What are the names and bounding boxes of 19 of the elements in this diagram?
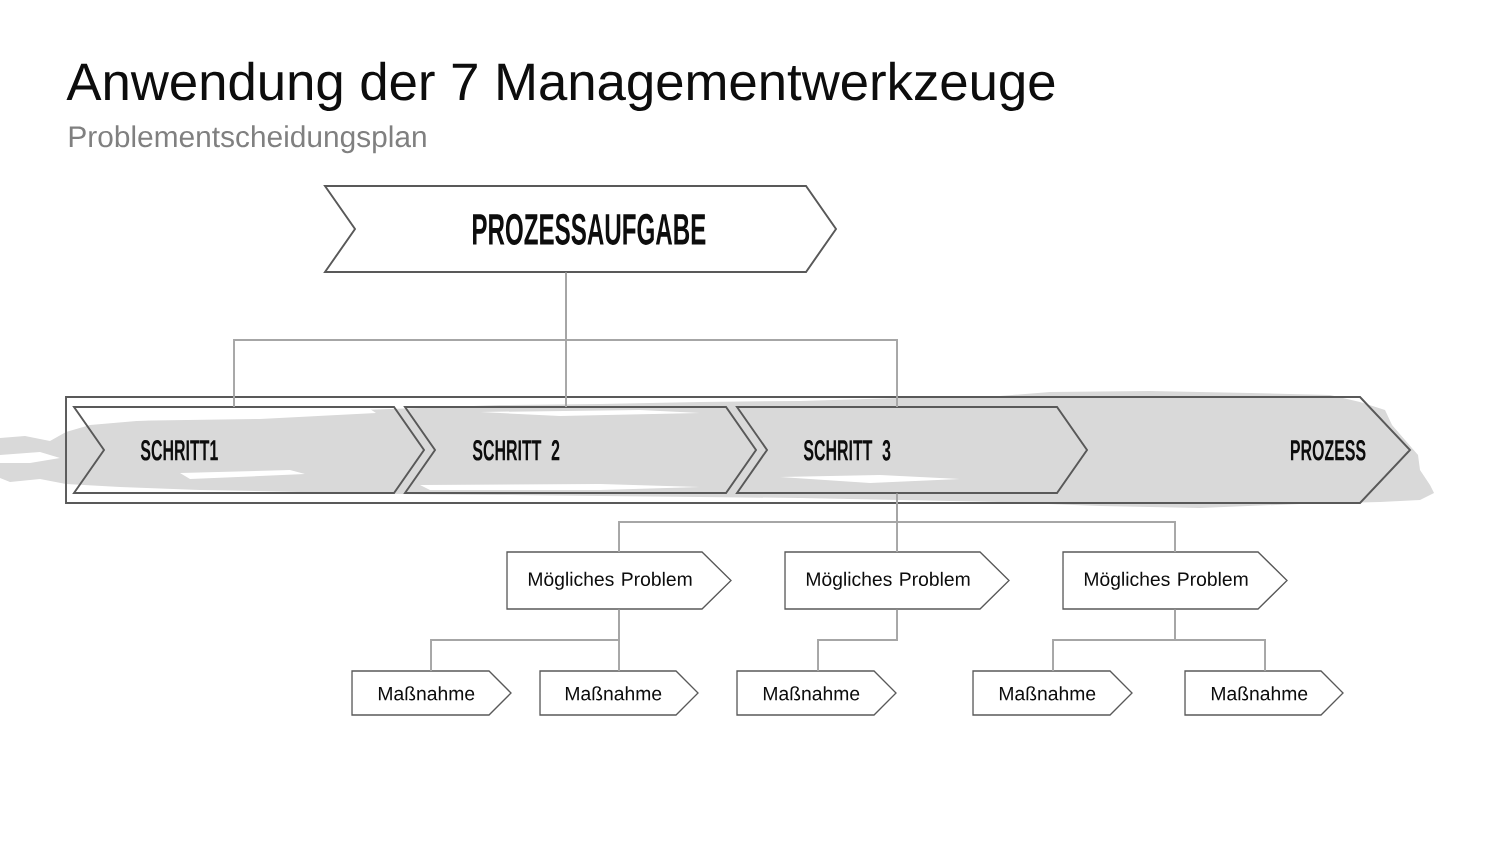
chevron-box: SCHRITT 3	[735, 406, 1089, 494]
arrow-box: Maßnahme	[972, 670, 1133, 716]
arrow-box: Maßnahme	[1184, 670, 1344, 716]
arrow-box: Maßnahme	[351, 670, 512, 716]
chevron-box: PROZESSAUFGABE	[323, 185, 838, 273]
arrow-box: Mögliches Problem	[1062, 551, 1288, 610]
connector-line	[1174, 608, 1266, 672]
arrow-box: Maßnahme	[539, 670, 699, 716]
arrow-box: Mögliches Problem	[506, 551, 732, 610]
connector-line	[618, 608, 620, 672]
subtitle: Problementscheidungsplan	[69, 125, 426, 154]
chevron-box: SCHRITT1	[72, 406, 426, 494]
arrow-box: Mögliches Problem	[784, 551, 1010, 610]
arrow-box: Maßnahme	[736, 670, 897, 716]
slide-title: Anwendung der 7 Managementwerkzeuge	[66, 61, 1055, 111]
connector-line	[817, 608, 898, 672]
connector-line	[896, 492, 1176, 553]
chevron-box: SCHRITT 2	[403, 406, 758, 494]
connector-line	[565, 271, 898, 408]
